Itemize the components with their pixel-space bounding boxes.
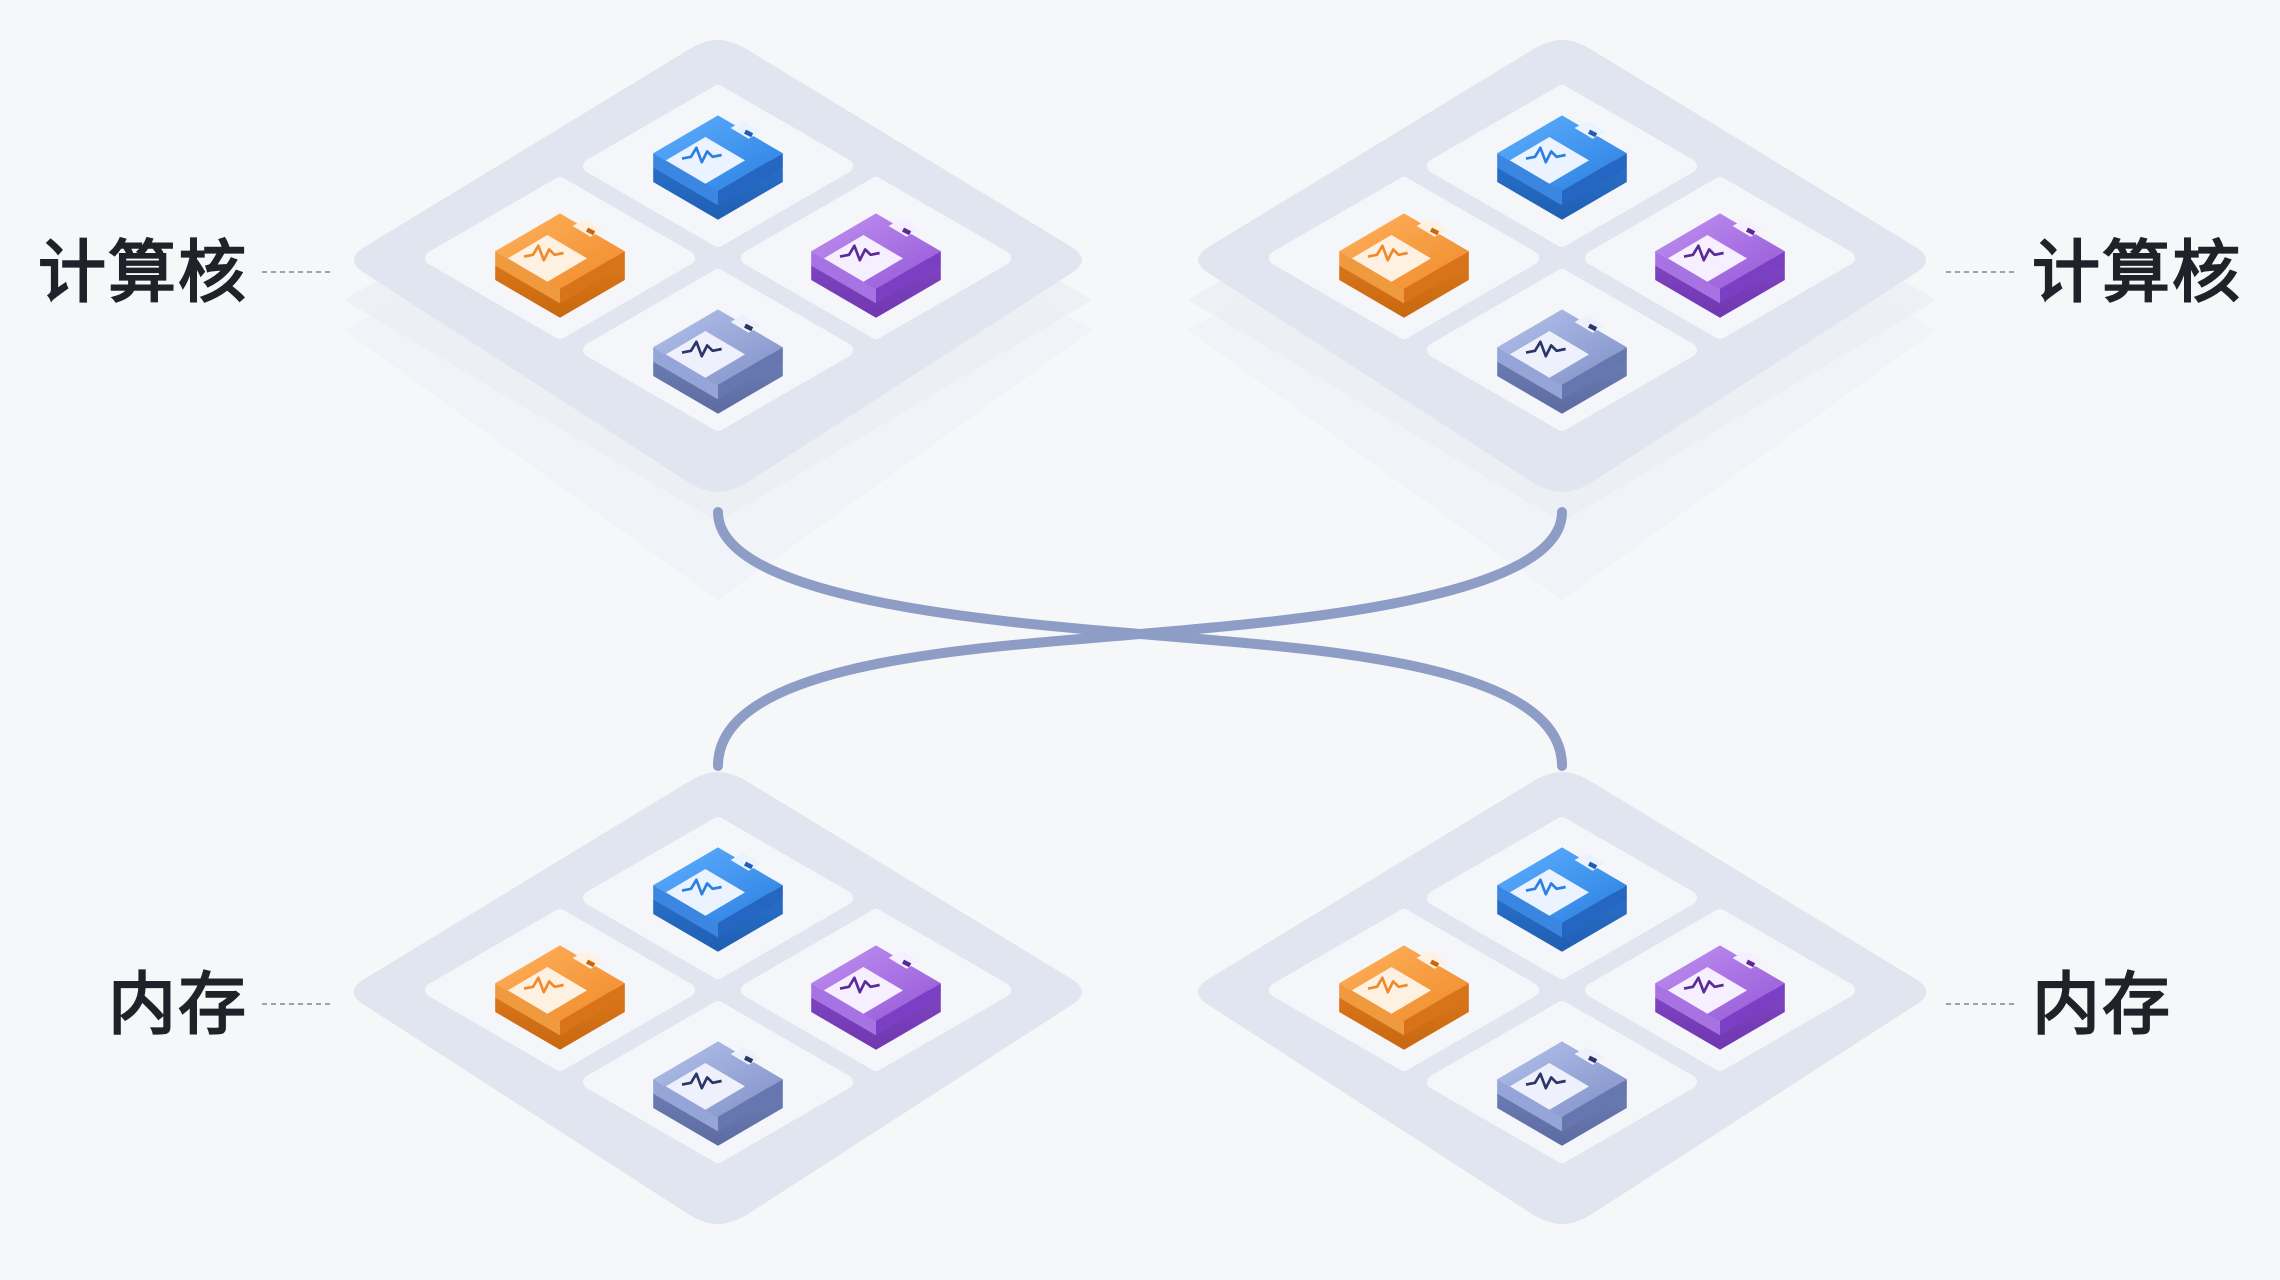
memory-platform-left — [354, 772, 1082, 1224]
label-compute-right: 计算核 — [2032, 234, 2242, 313]
compute-platform-right — [1198, 40, 1926, 492]
label-memory-right: 内存 — [2032, 966, 2172, 1045]
label-compute-left: 计算核 — [38, 234, 248, 313]
compute-platform-left — [354, 40, 1082, 492]
interconnect-lines — [713, 507, 1567, 771]
memory-platform-right — [1198, 772, 1926, 1224]
label-memory-left: 内存 — [108, 966, 248, 1045]
leader-lines — [262, 271, 2018, 1005]
connector-right-compute-to-left-memory — [713, 507, 1567, 771]
